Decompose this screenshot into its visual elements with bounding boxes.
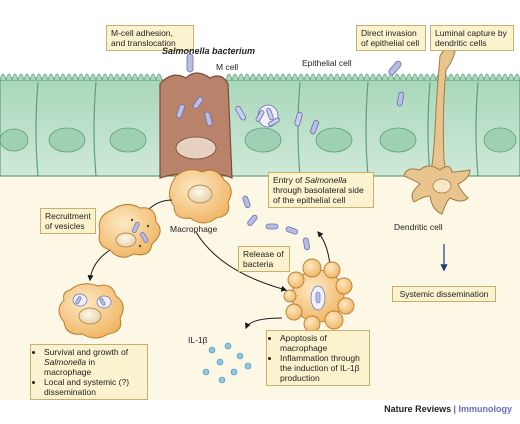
label-apoptosis: Apoptosis of macrophage Inflammation thr… [266,330,370,386]
dissemination-item: Local and systemic (?) dissemination [44,377,143,397]
epithelial-nucleus [244,127,282,153]
entry-text-italic: Salmonella [304,175,347,185]
credit-journal: Immunology [458,404,513,414]
invading-bacteria [388,60,405,107]
apoptosis-item: Apoptosis of macrophage [280,333,365,353]
credit-separator: | [453,404,456,414]
basolateral-bacteria-cluster [235,104,303,128]
released-bacteria [242,195,311,251]
entry-text-2: through basolateral side of the epitheli… [273,185,364,205]
label-luminal-capture: Luminal capture by dendritic cells [430,25,514,51]
macrophage-with-salmonella [58,283,124,339]
label-mcell-adhesion: M-cell adhesion, and translocation [106,25,194,51]
epithelial-nucleus [379,127,417,153]
entry-text-1: Entry of [273,175,305,185]
credit-publisher: Nature Reviews [384,404,452,414]
m-cell-nucleus [175,136,217,160]
survival-text-1: Survival and growth of [44,347,129,357]
epithelial-nucleus [109,127,147,153]
label-survival: Survival and growth of Salmonella in mac… [30,344,148,400]
label-epithelial-cell: Epithelial cell [302,58,352,68]
survival-item: Survival and growth of Salmonella in mac… [44,347,143,377]
il1b-molecules [202,342,252,384]
macrophage-recruiting-vesicles [98,204,161,258]
label-m-cell: M cell [216,62,239,72]
label-direct-invasion: Direct invasion of epithelial cell [356,25,426,51]
survival-text-2: in macrophage [44,357,96,377]
apoptotic-macrophage [283,258,355,333]
label-salmonella-bacterium: Salmonella bacterium [162,46,255,56]
m-cell [159,72,233,179]
epithelial-nucleus [0,128,29,152]
epithelial-nucleus [315,127,353,153]
epithelial-nucleus [48,127,86,153]
label-release: Release of bacteria [238,246,290,272]
label-il1b: IL-1β [188,335,208,345]
label-systemic: Systemic dissemination [392,286,496,302]
salmonella-bacterium-mark [186,53,194,73]
survival-text-italic: Salmonella [44,357,87,367]
dendritic-cell [403,48,471,215]
epithelial-nucleus [483,127,517,153]
label-macrophage: Macrophage [170,224,218,234]
label-recruitment: Recruitment of vesicles [40,208,96,234]
label-entry-basolateral: Entry of Salmonella through basolateral … [268,172,374,208]
label-dendritic-cell: Dendritic cell [394,222,443,232]
macrophage [169,169,232,224]
journal-credit: Nature Reviews | Immunology [384,404,512,414]
inflammation-item: Inflammation through the induction of IL… [280,353,365,383]
label-salmonella-bacterium-text: Salmonella bacterium [162,46,256,56]
